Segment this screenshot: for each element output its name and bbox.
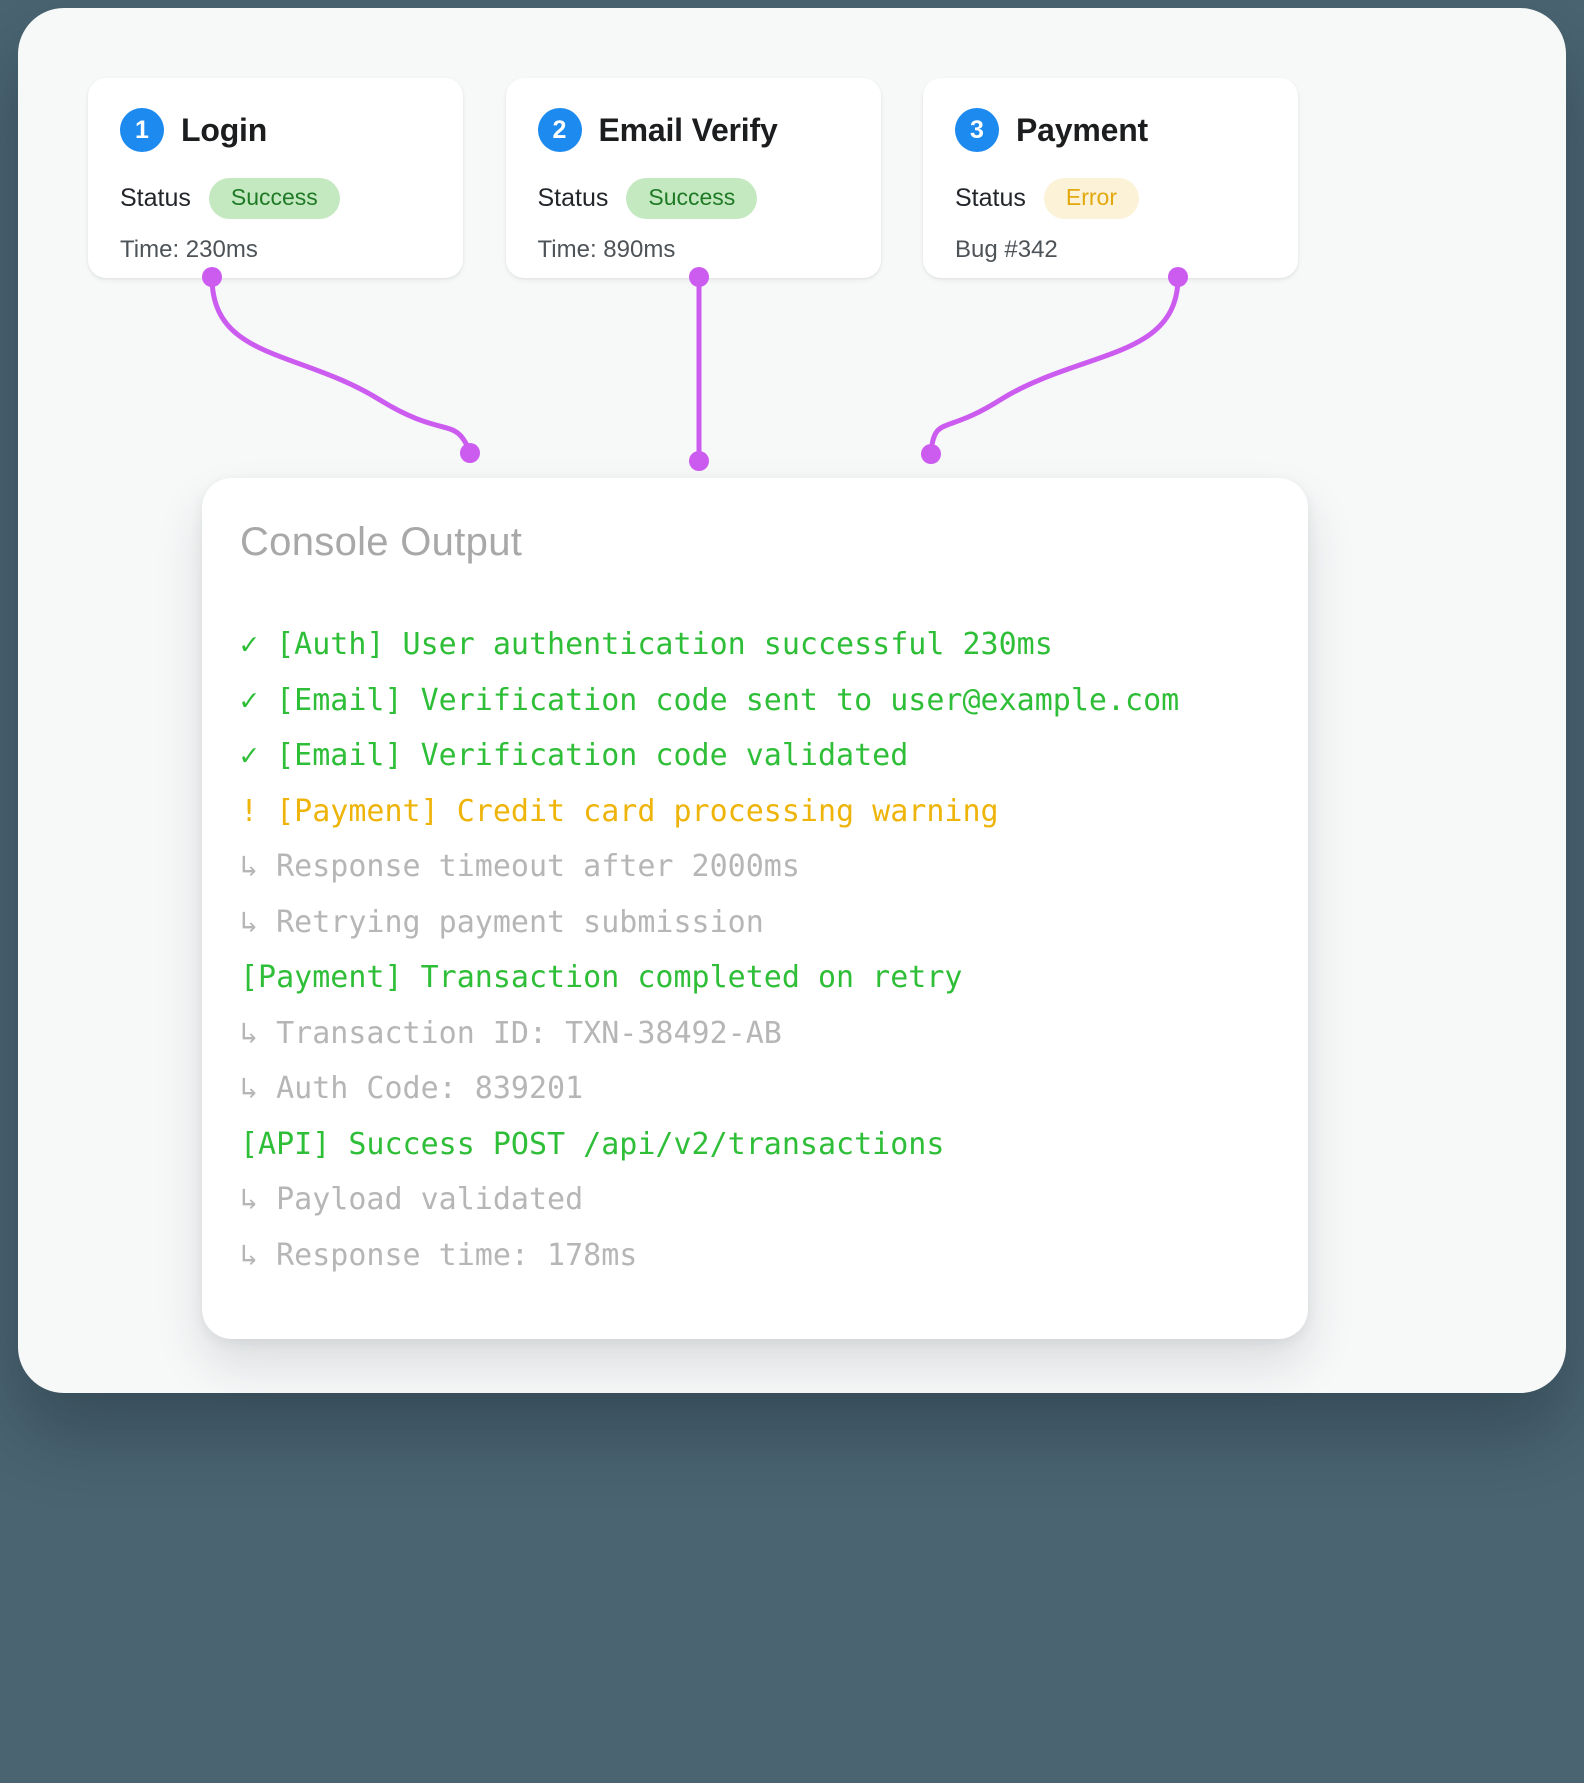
step-number-badge: 2 [537,108,582,152]
card-meta: Bug #342 [955,236,1058,263]
console-log-line: [Payment] Transaction completed on retry [240,960,963,995]
status-badge: Success [626,178,758,219]
console-log-line: ↳ Transaction ID: TXN-38492-AB [240,1015,782,1051]
console-log-line: ↳ Response time: 178ms [240,1237,638,1273]
card-header: 3 Payment [955,108,1266,152]
card-header: 2 Email Verify [537,108,849,152]
card-meta: Time: 890ms [537,236,676,263]
status-label: Status [537,184,609,212]
console-log-line: ↳ Payload validated [240,1182,584,1217]
status-row: Status Error [955,178,1266,219]
status-label: Status [120,184,191,212]
console-log-line: ↳ Response timeout after 2000ms [240,849,800,884]
console-log-line: ↳ Retrying payment submission [240,904,764,940]
console-output-panel: Console Output ✓ [Auth] User authenticat… [202,478,1308,1339]
console-log-list[interactable]: ✓ [Auth] User authentication successful … [240,617,1270,1283]
card-title: Login [181,111,268,148]
console-log-line: ↳ Auth Code: 839201 [240,1071,584,1106]
status-label: Status [955,184,1026,212]
status-row: Status Success [120,178,431,219]
card-meta: Time: 230ms [120,236,258,263]
step-number-badge: 3 [955,108,999,152]
step-number-badge: 1 [120,108,164,152]
card-title: Payment [1016,111,1148,148]
step-card-payment[interactable]: 3 Payment Status Error Bug #342 [923,78,1298,278]
console-log-line: ✓ [Email] Verification code sent to user… [240,682,1180,718]
step-card-login[interactable]: 1 Login Status Success Time: 230ms [88,78,463,278]
card-header: 1 Login [120,108,431,152]
console-title: Console Output [240,520,523,564]
console-log-line: ✓ [Auth] User authentication successful … [240,627,1053,662]
console-log-line: [API] Success POST /api/v2/transactions [240,1126,945,1162]
status-row: Status Success [538,178,849,219]
card-title: Email Verify [598,111,778,148]
console-log-line: ✓ [Email] Verification code validated [240,738,909,773]
status-badge: Success [208,178,340,219]
step-card-email-verify[interactable]: 2 Email Verify Status Success Time: 890m… [505,78,881,278]
step-card-row: 1 Login Status Success Time: 230ms 2 Ema… [88,78,1298,278]
console-log-line: ! [Payment] Credit card processing warni… [240,793,999,829]
status-badge: Error [1043,178,1139,219]
